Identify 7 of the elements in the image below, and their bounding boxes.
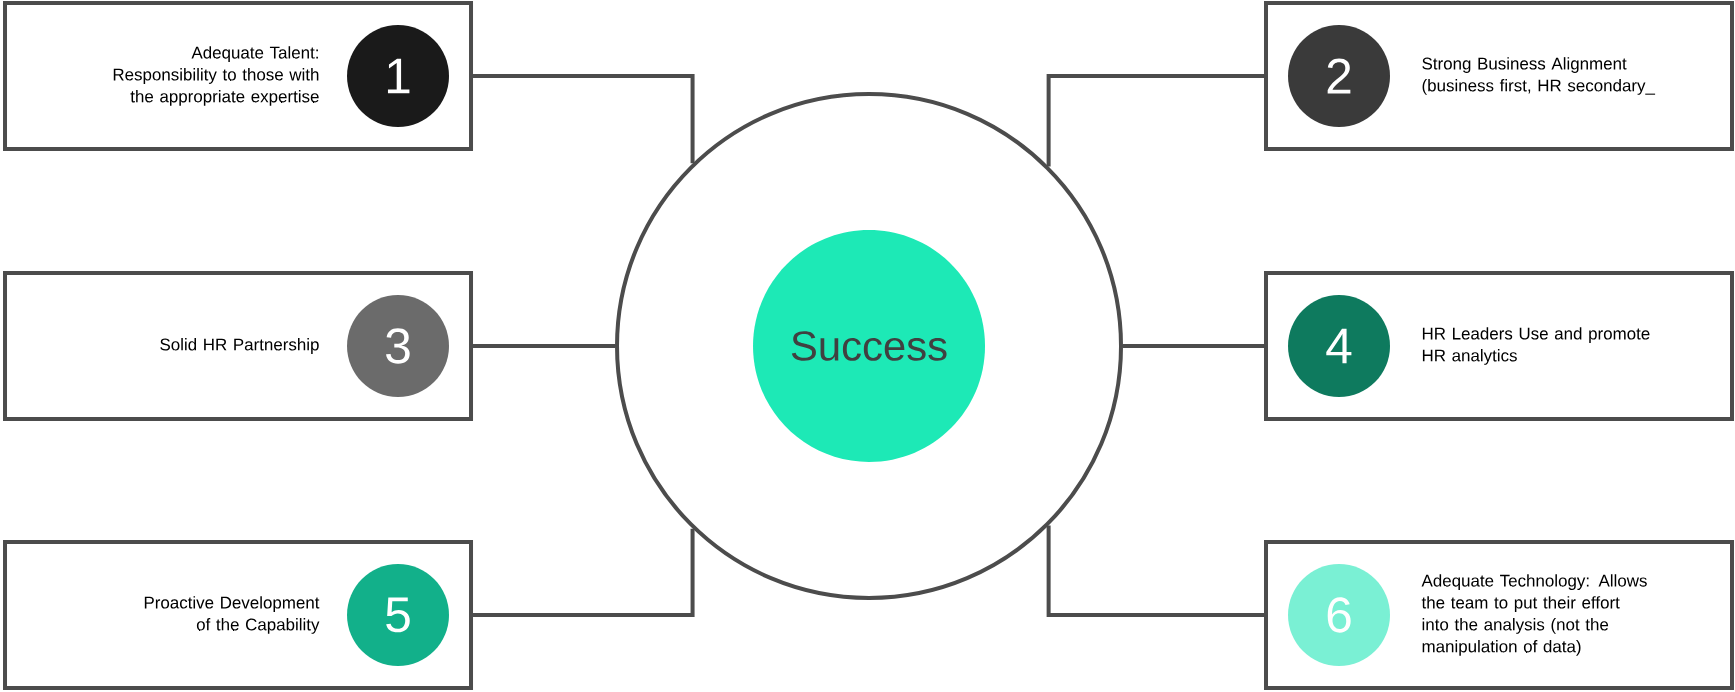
connector-line xyxy=(1046,525,1264,617)
connector-line xyxy=(473,74,695,164)
connector-line xyxy=(1046,74,1264,167)
connector-line xyxy=(473,344,615,348)
connector-line xyxy=(1123,344,1264,348)
ring-circle xyxy=(615,92,1123,600)
connector-line xyxy=(473,528,695,617)
